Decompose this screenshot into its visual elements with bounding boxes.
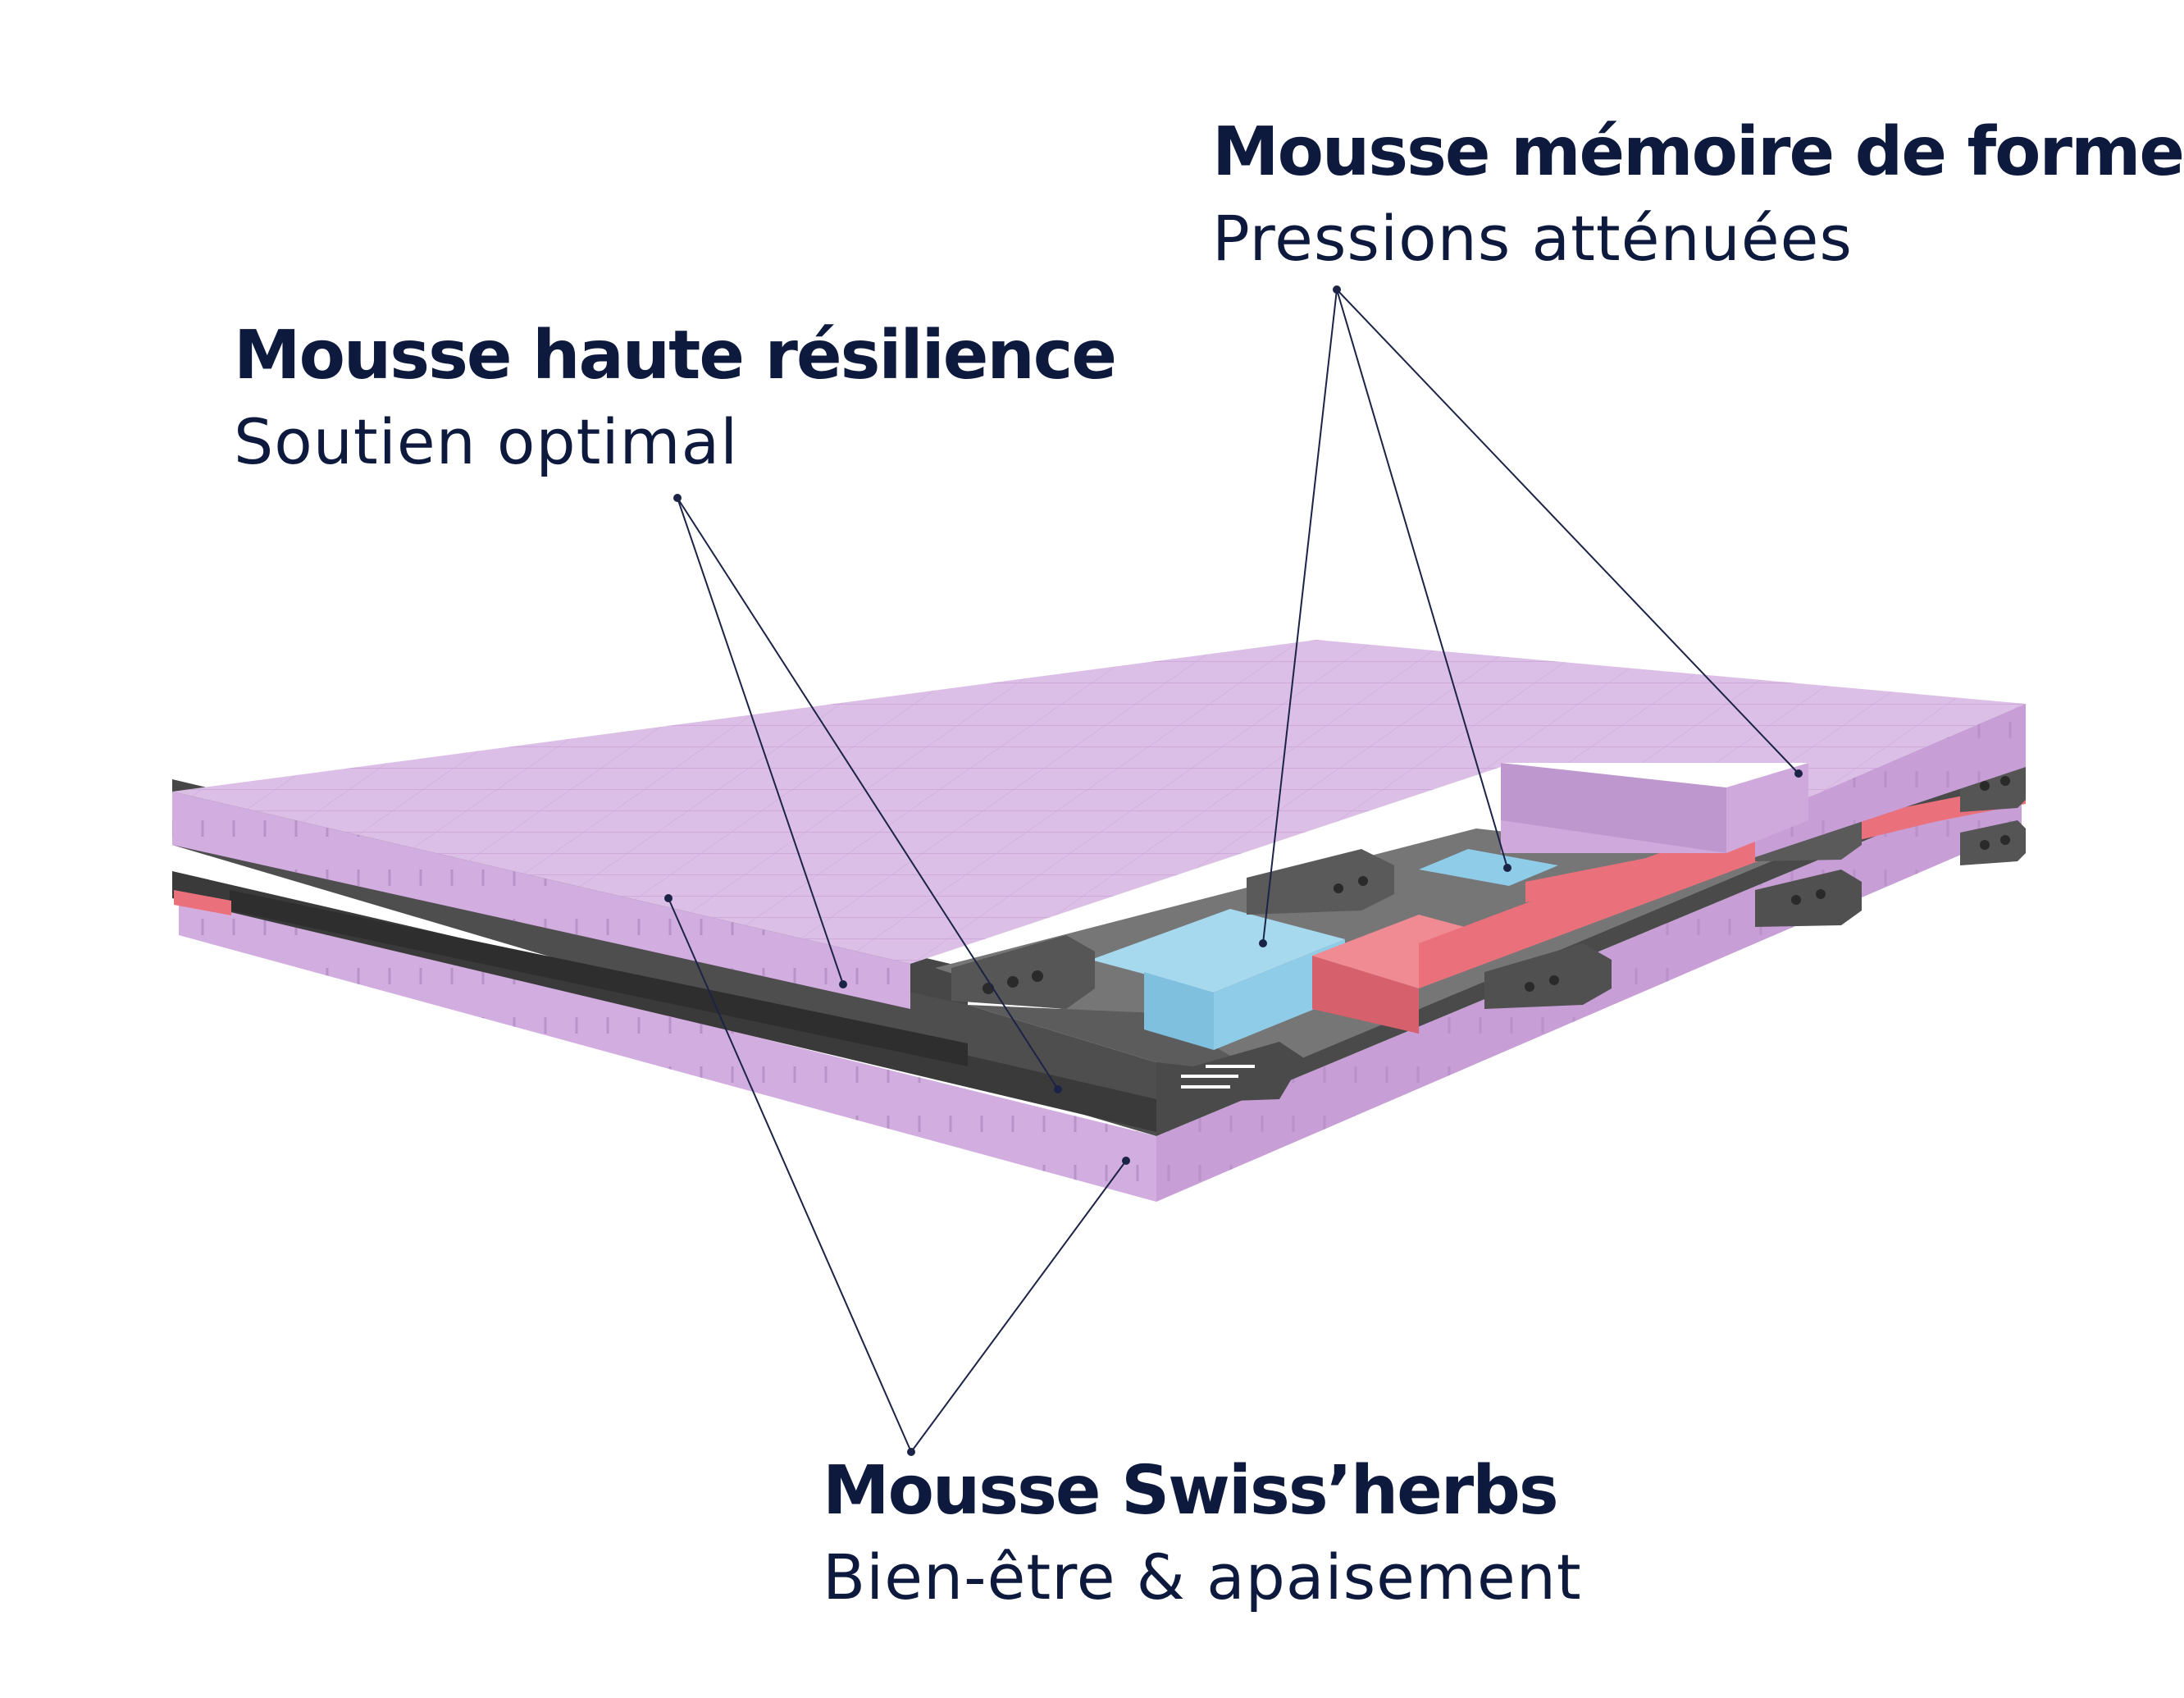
memory-foam-title: Mousse mémoire de forme [1212,113,2184,191]
leader-dot [1122,1157,1130,1165]
leader-dots [664,285,1803,1456]
cutaway-floor-lower [968,1005,1263,1075]
leader-hr-to-core-upper [677,497,844,985]
connector-right-lower [1755,870,1862,927]
connector-edge-lower [1960,820,2026,865]
connector-hole [1549,975,1559,985]
core-red-accent [174,890,231,915]
leader-dot [1259,939,1267,947]
red-springs-front [1312,956,1419,1034]
connector-hole [1007,976,1019,988]
connector-hole [1334,883,1343,893]
connector-slot-lines [1181,1065,1255,1089]
leader-memory-to-gel [1262,289,1338,944]
connector-hole [1525,982,1534,992]
leader-dot [1054,1085,1062,1093]
connector-front-right [1484,943,1612,1009]
blue-gel-small [1419,849,1558,886]
leader-swiss-to-top [668,897,912,1453]
connector-hole [1980,840,1990,850]
leader-hr-to-core-lower [677,497,1059,1090]
connector-hole [1032,970,1043,982]
leader-dot [839,980,847,988]
connector-hole [2000,835,2010,845]
leader-swiss-to-bottom [910,1160,1127,1453]
high-resilience-label: Mousse haute résilience Soutien optimal [234,315,1117,487]
leader-dot [1333,285,1341,294]
top-foam-quilting [172,640,2026,964]
high-resilience-subtitle: Soutien optimal [234,405,739,478]
leader-memory-to-small-gel [1336,289,1508,869]
swiss-herbs-subtitle: Bien-être & apaisement [823,1541,1582,1614]
blue-gel-large-front [1144,972,1214,1050]
leader-dot [1503,864,1511,872]
swiss-herbs-title: Mousse Swiss’herbs [823,1452,1559,1530]
top-foam-right-ticks [1755,704,2026,857]
leader-lines [668,289,1799,1453]
high-resilience-title: Mousse haute résilience [234,317,1117,395]
top-foam-layer [172,640,2026,1009]
top-foam-inner-face [1501,763,1726,853]
connector-hole [1816,889,1826,899]
connector-hole [1980,781,1990,791]
memory-foam-label: Mousse mémoire de forme Pressions atténu… [1212,112,2184,284]
connector-hole [1791,895,1801,905]
blue-gel-large-top [1091,909,1345,993]
leader-dot [664,894,673,902]
leader-memory-to-top [1336,289,1799,774]
leader-dot [907,1448,915,1456]
memory-foam-subtitle: Pressions atténuées [1212,202,1853,275]
connector-hole [1358,876,1368,886]
top-foam-front-ticks [172,792,910,1009]
connector-hole [2000,776,2010,786]
leader-dot [673,494,682,502]
leader-dot [1794,769,1803,778]
bottom-foam-ticks [179,894,1156,1202]
core-stripe [230,890,968,1066]
connector-mid-left [1247,849,1394,915]
swiss-herbs-label: Mousse Swiss’herbs Bien-être & apaisemen… [823,1450,1582,1623]
